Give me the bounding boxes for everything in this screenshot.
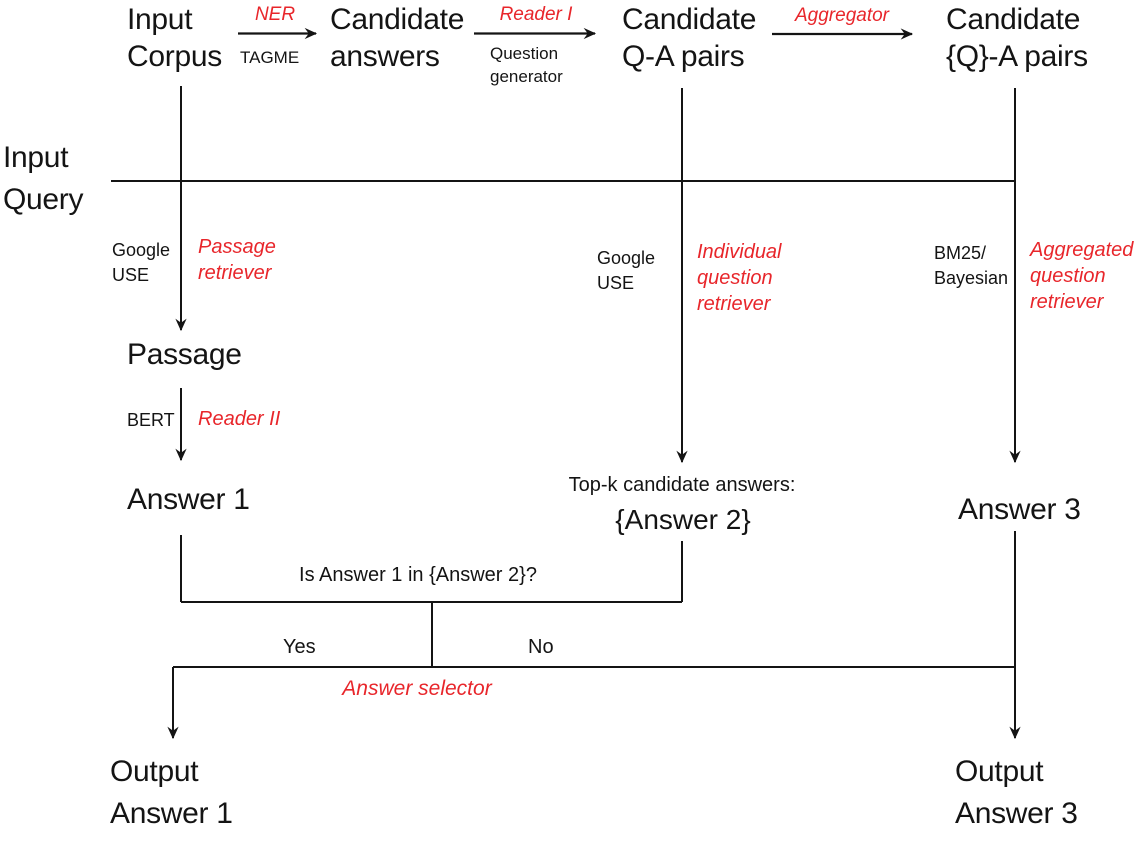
bert-label: BERT: [127, 410, 175, 430]
google-use-middle-label: Google USE: [597, 248, 656, 293]
bm25-bayesian-label: BM25/ Bayesian: [934, 243, 1009, 288]
input-query-label: Input Query: [3, 141, 84, 216]
no-label: No: [528, 636, 554, 658]
answer3-label: Answer 3: [958, 493, 1081, 526]
answer2-set-label: {Answer 2}: [615, 504, 751, 535]
candidate-answers-label: Candidate answers: [330, 3, 465, 73]
reader-i-label: Reader I: [499, 4, 573, 25]
decision-lines: [167, 531, 1021, 740]
answer-selector-label: Answer selector: [342, 677, 492, 700]
output-answer3-label: Output Answer 3: [955, 755, 1078, 830]
ner-label: NER: [254, 4, 296, 25]
reader-ii-label: Reader II: [198, 408, 281, 430]
output-answer1-label: Output Answer 1: [110, 755, 233, 830]
top-flow-arrows: [238, 27, 914, 40]
passage-retriever-label: Passage retriever: [198, 236, 276, 284]
candidate-qset-pairs-label: Candidate {Q}-A pairs: [946, 3, 1088, 73]
input-corpus-label: Input Corpus: [127, 3, 222, 73]
passage-label: Passage: [127, 338, 242, 371]
aggregated-question-retriever-label: Aggregated question retriever: [1030, 239, 1134, 313]
tagme-label: TAGME: [240, 48, 300, 67]
question-generator-label: Question generator: [490, 44, 563, 86]
candidate-qa-pairs-label: Candidate Q-A pairs: [622, 3, 757, 73]
yes-label: Yes: [283, 636, 316, 658]
topk-caption-label: Top-k candidate answers:: [568, 474, 796, 496]
individual-question-retriever-label: Individual question retriever: [697, 241, 782, 315]
aggregator-label: Aggregator: [794, 5, 890, 26]
branch-lines: [175, 86, 1021, 464]
answer1-label: Answer 1: [127, 483, 250, 516]
google-use-left-label: Google USE: [112, 240, 171, 285]
decision-condition-label: Is Answer 1 in {Answer 2}?: [299, 564, 537, 586]
